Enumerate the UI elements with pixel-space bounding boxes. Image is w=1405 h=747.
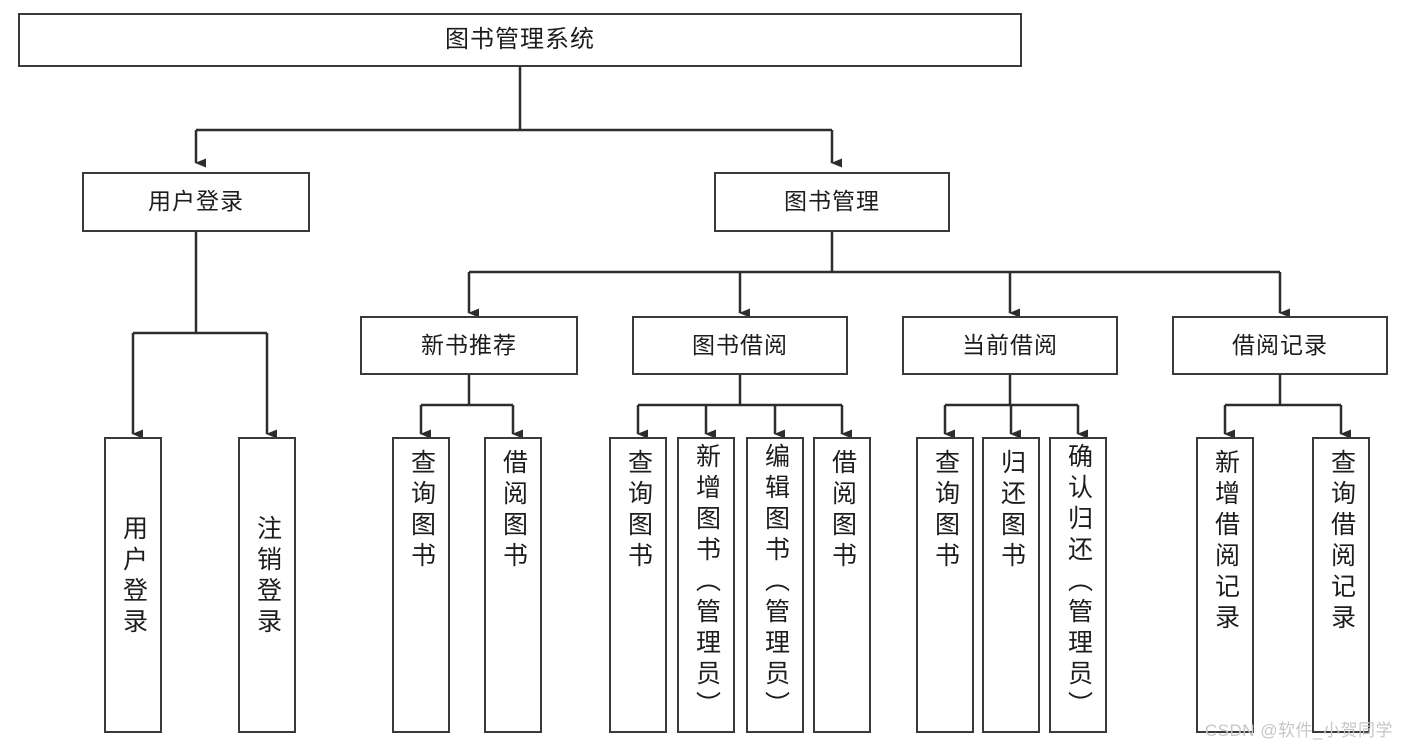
- leaf-user-login-logout[interactable]: 注销登录: [238, 437, 296, 733]
- leaf-user-login-login[interactable]: 用户登录: [104, 437, 162, 733]
- node-label: 编辑图书（管理员）: [761, 443, 790, 722]
- node-root-system[interactable]: 图书管理系统: [18, 13, 1022, 67]
- node-label: 查询图书: [624, 449, 653, 573]
- node-label: 图书管理系统: [445, 25, 595, 53]
- node-label: 用户登录: [148, 188, 244, 215]
- node-label: 查询图书: [407, 449, 436, 573]
- node-label: 图书管理: [784, 188, 880, 215]
- node-label: 用户登录: [119, 515, 148, 639]
- node-new-book-recommend[interactable]: 新书推荐: [360, 316, 578, 375]
- node-label: 新增图书（管理员）: [692, 443, 721, 722]
- node-label: 新增借阅记录: [1211, 449, 1240, 635]
- leaf-record-query-record[interactable]: 查询借阅记录: [1312, 437, 1370, 733]
- leaf-current-return-book[interactable]: 归还图书: [982, 437, 1040, 733]
- leaf-recommend-query-book[interactable]: 查询图书: [392, 437, 450, 733]
- node-book-management[interactable]: 图书管理: [714, 172, 950, 232]
- leaf-current-query-book[interactable]: 查询图书: [916, 437, 974, 733]
- node-label: 新书推荐: [421, 331, 517, 358]
- leaf-current-confirm-return-admin[interactable]: 确认归还（管理员）: [1049, 437, 1107, 733]
- node-label: 借阅图书: [828, 449, 857, 573]
- leaf-borrow-add-book-admin[interactable]: 新增图书（管理员）: [677, 437, 735, 733]
- node-borrow-record[interactable]: 借阅记录: [1172, 316, 1388, 375]
- node-label: 归还图书: [997, 449, 1026, 573]
- leaf-borrow-query-book[interactable]: 查询图书: [609, 437, 667, 733]
- leaf-borrow-edit-book-admin[interactable]: 编辑图书（管理员）: [746, 437, 804, 733]
- node-label: 当前借阅: [962, 331, 1058, 358]
- node-book-borrow[interactable]: 图书借阅: [632, 316, 848, 375]
- node-user-login[interactable]: 用户登录: [82, 172, 310, 232]
- leaf-recommend-borrow-book[interactable]: 借阅图书: [484, 437, 542, 733]
- node-current-borrow[interactable]: 当前借阅: [902, 316, 1118, 375]
- node-label: 查询图书: [931, 449, 960, 573]
- node-label: 借阅图书: [499, 449, 528, 573]
- node-label: 图书借阅: [692, 331, 788, 358]
- node-label: 注销登录: [253, 515, 282, 639]
- node-label: 借阅记录: [1232, 331, 1328, 358]
- node-label: 确认归还（管理员）: [1064, 443, 1093, 722]
- leaf-borrow-borrow-book[interactable]: 借阅图书: [813, 437, 871, 733]
- node-label: 查询借阅记录: [1327, 449, 1356, 635]
- leaf-record-add-record[interactable]: 新增借阅记录: [1196, 437, 1254, 733]
